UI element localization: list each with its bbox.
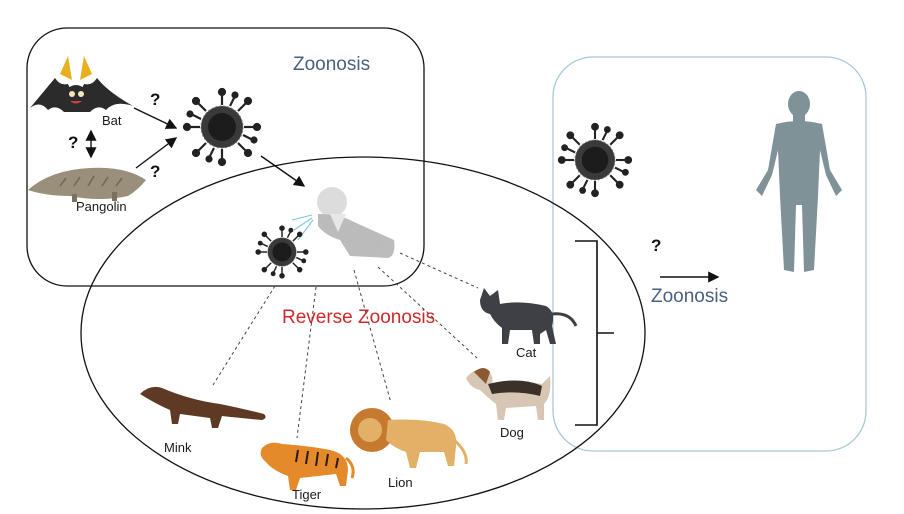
pangolin-to-virus-question: ?	[150, 162, 160, 181]
mink-icon	[140, 386, 266, 428]
pangolin-label: Pangolin	[76, 199, 127, 214]
animals-to-human-question: ?	[651, 236, 661, 255]
virus-icon	[182, 87, 262, 167]
bat-to-virus-question: ?	[150, 90, 160, 109]
virus-icon-right	[557, 122, 633, 198]
zoonosis-title-top: Zoonosis	[293, 54, 370, 75]
lion-icon	[350, 408, 468, 468]
tiger-icon	[260, 442, 355, 490]
bat-to-virus-arrow	[133, 107, 178, 129]
human-silhouette-icon	[756, 91, 842, 272]
cat-label: Cat	[516, 345, 537, 360]
coughing-person-icon	[317, 187, 395, 258]
tiger-label: Tiger	[292, 487, 322, 502]
bat-label: Bat	[102, 113, 122, 128]
bat-icon	[30, 56, 133, 112]
zoonosis-box	[26, 27, 425, 287]
dog-label: Dog	[500, 425, 524, 440]
bat-pangolin-question: ?	[68, 133, 78, 152]
small-virus-icon	[255, 225, 309, 279]
transmission-lines	[212, 252, 479, 439]
bracket	[575, 240, 614, 426]
virus-to-person-arrow	[260, 155, 306, 187]
reverse-zoonosis-ellipse	[80, 156, 646, 510]
dog-icon	[466, 368, 551, 420]
zoonosis-title-right: Zoonosis	[651, 286, 728, 307]
cough-spray-lines	[291, 214, 314, 241]
mink-label: Mink	[164, 440, 192, 455]
lion-label: Lion	[388, 475, 413, 490]
pangolin-icon	[28, 167, 146, 202]
human-box	[552, 56, 867, 452]
cat-icon	[480, 288, 578, 344]
pangolin-to-virus-arrow	[135, 137, 178, 169]
reverse-zoonosis-title: Reverse Zoonosis	[282, 307, 435, 328]
